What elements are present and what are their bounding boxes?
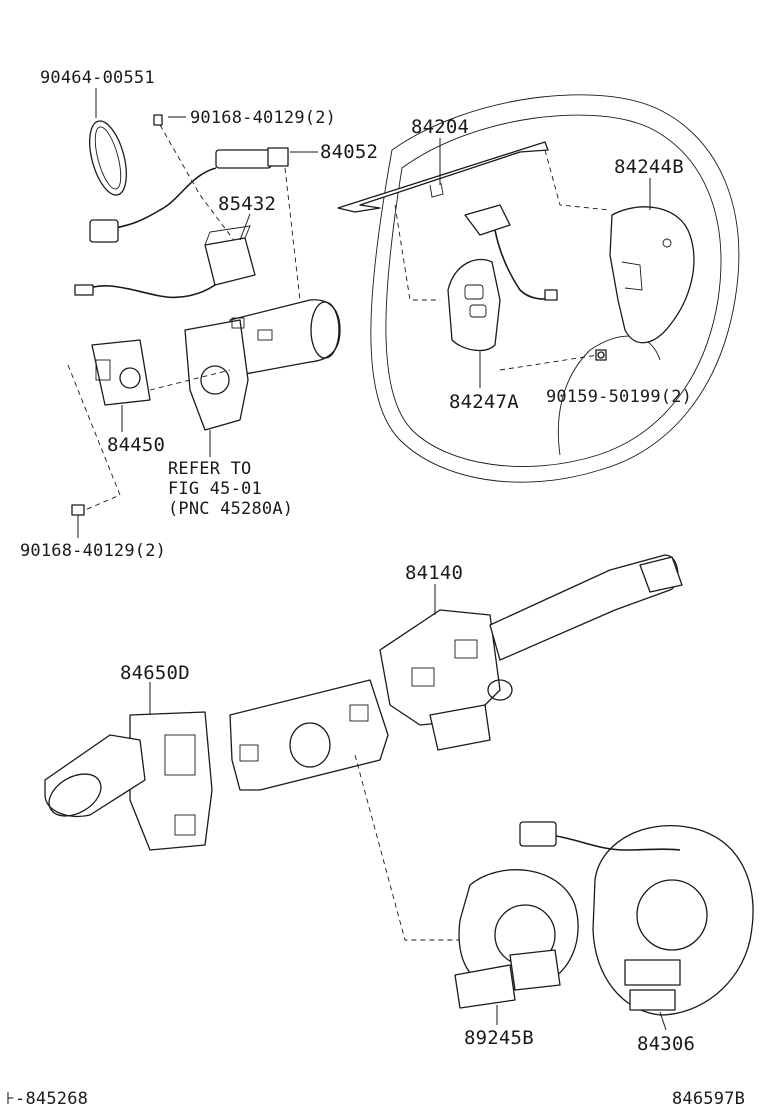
- label-84244B: 84244B: [614, 156, 684, 178]
- label-84306: 84306: [637, 1033, 695, 1055]
- leader-lines: [77, 88, 667, 1031]
- spiral-housing[interactable]: [229, 679, 389, 791]
- dash-screw-90159: [499, 354, 599, 371]
- label-84204: 84204: [411, 116, 469, 138]
- label-90159-50199: 90159-50199(2): [546, 387, 692, 407]
- label-84052: 84052: [320, 141, 378, 163]
- label-89245B: 89245B: [464, 1027, 534, 1049]
- label-90168-bottom: 90168-40129(2): [20, 541, 166, 561]
- label-84450: 84450: [107, 434, 165, 456]
- part-90464-clamp[interactable]: [83, 117, 134, 199]
- part-84450-switch[interactable]: [91, 339, 151, 406]
- label-84650D: 84650D: [120, 662, 190, 684]
- dash-84052-column: [284, 167, 301, 301]
- steering-column-body[interactable]: [184, 299, 341, 431]
- label-90464-00551: 90464-00551: [40, 68, 155, 88]
- dash-housing-89245B: [354, 754, 475, 941]
- footer-left-code: ⊦-845268: [6, 1089, 88, 1109]
- dash-84450-screw: [67, 364, 121, 511]
- label-84140: 84140: [405, 562, 463, 584]
- label-85432: 85432: [218, 193, 276, 215]
- dash-screw-top: [159, 124, 246, 256]
- footer-right-code: 846597B: [672, 1089, 745, 1109]
- part-89245B-sensor[interactable]: [454, 869, 579, 1009]
- dash-84204-left: [394, 204, 440, 301]
- part-84247A-switch[interactable]: [447, 204, 558, 352]
- label-refer-line2: FIG 45-01: [168, 479, 262, 499]
- part-85432-relay[interactable]: [74, 225, 256, 299]
- screw-90159: [595, 349, 607, 361]
- label-refer-line1: REFER TO: [168, 459, 251, 479]
- part-84306-spiral-cable[interactable]: [519, 821, 754, 1016]
- dash-84450-column: [149, 369, 231, 391]
- part-84650D-switch[interactable]: [42, 711, 213, 851]
- part-84052-wire[interactable]: [89, 147, 289, 243]
- screw-90168-top: [153, 114, 163, 126]
- label-84247A: 84247A: [449, 391, 519, 413]
- screw-90168-bottom: [71, 504, 85, 516]
- part-84244B-cover[interactable]: [609, 206, 695, 344]
- part-84140-switch[interactable]: [379, 554, 683, 751]
- dash-84204-84247A: [544, 149, 611, 211]
- label-90168-top: 90168-40129(2): [190, 108, 336, 128]
- label-refer-line3: (PNC 45280A): [168, 499, 293, 519]
